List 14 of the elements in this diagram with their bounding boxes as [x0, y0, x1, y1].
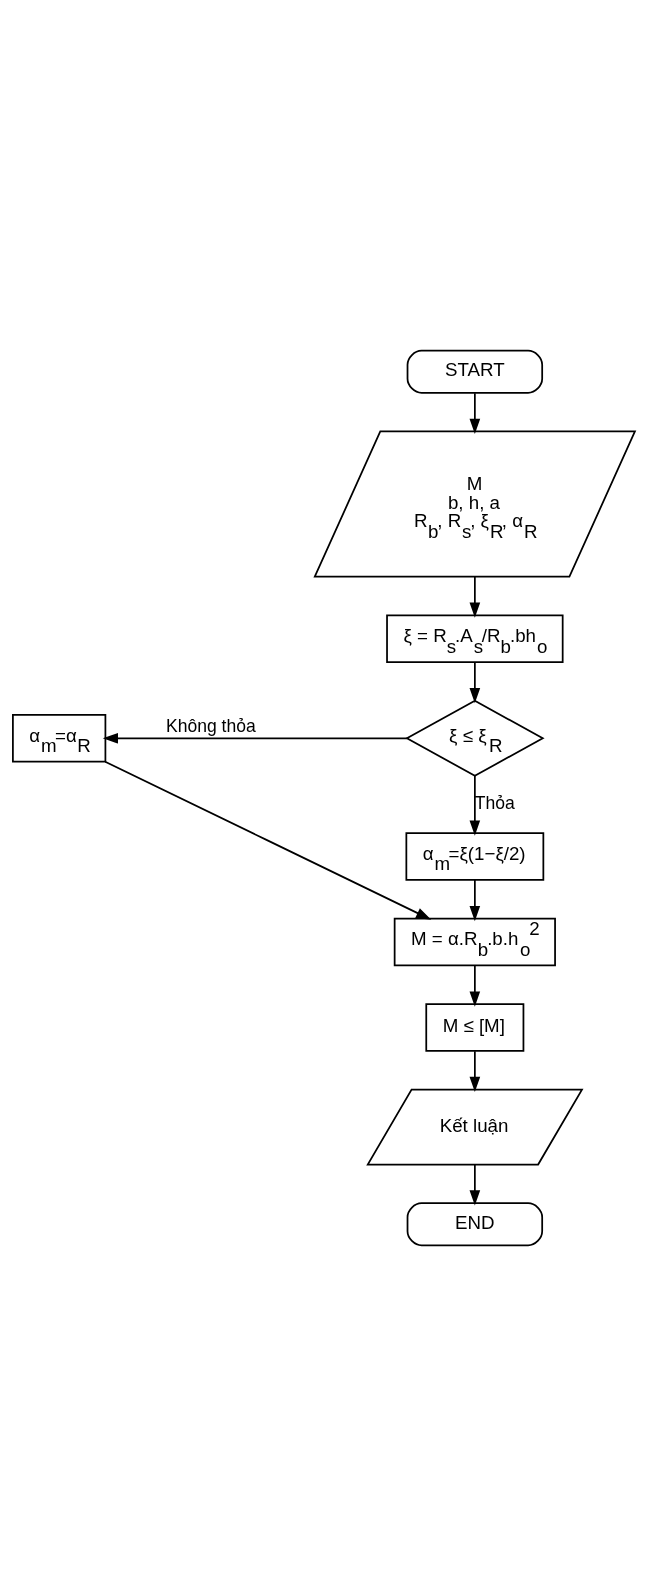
arrow — [469, 575, 481, 618]
arrow — [469, 879, 481, 922]
edge-label: Không thỏa — [166, 716, 256, 737]
arrow — [469, 1050, 481, 1093]
arrow — [469, 392, 481, 435]
arrow — [104, 760, 432, 920]
node-box: END — [406, 1202, 544, 1247]
arrow — [469, 964, 481, 1007]
node-box: M ≤ [M] — [425, 1003, 525, 1052]
node-box: START — [406, 349, 544, 394]
arrow — [469, 774, 481, 836]
arrow — [469, 661, 481, 704]
arrow — [469, 1163, 481, 1206]
arrow — [102, 732, 408, 744]
